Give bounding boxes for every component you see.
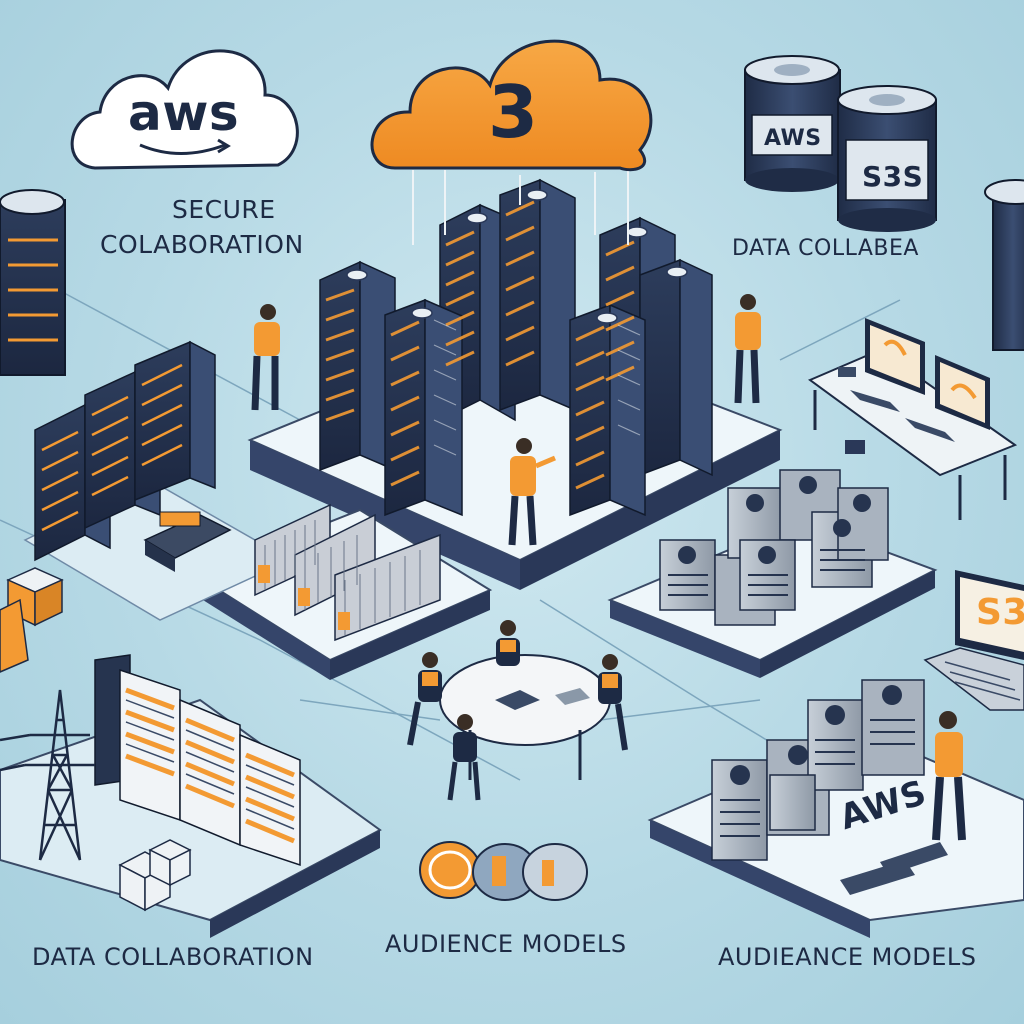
cloud-cables bbox=[412, 168, 629, 245]
bottom-left-racks bbox=[94, 654, 301, 912]
drum-s3-label: S3S bbox=[862, 160, 924, 193]
left-cabinet bbox=[0, 189, 66, 376]
people bbox=[251, 294, 966, 841]
coins-icon bbox=[419, 841, 588, 901]
secure-label-line1: SECURE bbox=[172, 195, 276, 224]
storage-drums bbox=[744, 55, 1024, 351]
drum-aws-label: AWS bbox=[764, 126, 822, 151]
person-bottom-right-standing bbox=[932, 711, 966, 841]
laptop-screen-label: S3 bbox=[976, 592, 1024, 633]
floor-device bbox=[143, 511, 232, 572]
server-blocks-bottom-right bbox=[711, 679, 948, 895]
aws-cloud bbox=[70, 49, 299, 170]
power-pylon-icon bbox=[0, 689, 95, 861]
meeting-table bbox=[439, 654, 611, 780]
server-blocks-right bbox=[659, 469, 889, 626]
orange-boxes bbox=[0, 567, 64, 673]
workstation-desk bbox=[807, 318, 1018, 520]
file-folders bbox=[254, 503, 441, 642]
data-collaboration-top-label: DATA COLLABEA bbox=[732, 236, 919, 261]
person-right-standing bbox=[734, 294, 761, 404]
laptop bbox=[923, 570, 1024, 711]
person-center-standing bbox=[508, 438, 556, 546]
person-left-standing bbox=[251, 304, 280, 411]
aws-cloud-logo-text: aws bbox=[128, 84, 240, 142]
center-cloud-number: 3 bbox=[488, 70, 539, 154]
data-collaboration-bottom-label: DATA COLLABORATION bbox=[32, 943, 314, 971]
orange-cloud bbox=[370, 39, 653, 172]
central-server-cluster bbox=[319, 178, 713, 517]
audience-models-right-label: AUDIEANCE MODELS bbox=[718, 943, 977, 971]
audience-models-center-label: AUDIENCE MODELS bbox=[385, 930, 627, 958]
left-rack-row bbox=[34, 340, 216, 562]
secure-label-line2: COLABORATION bbox=[100, 230, 304, 259]
meeting-people bbox=[407, 620, 628, 801]
